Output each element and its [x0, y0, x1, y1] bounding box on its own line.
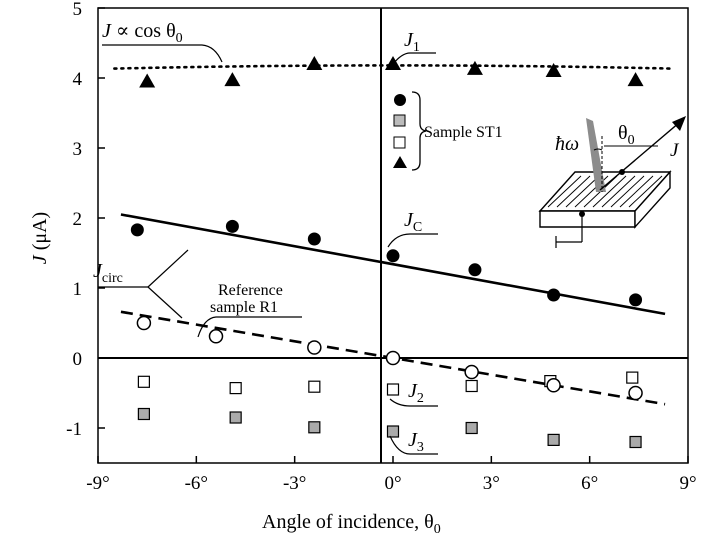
svg-text:J2: J2	[408, 380, 424, 406]
triangle-point	[224, 72, 241, 87]
annotation-j1: J1	[392, 29, 436, 65]
y-tick-label: 3	[73, 139, 83, 160]
filled-circle-point	[307, 232, 321, 246]
filled-circle-point	[130, 223, 144, 237]
gray-square-point	[137, 407, 150, 421]
jc-fit-line	[120, 213, 666, 316]
sample-side-face	[634, 170, 671, 229]
open-circle-point	[464, 364, 479, 380]
light-beam	[586, 118, 606, 192]
svg-text:Sample ST1: Sample ST1	[424, 124, 503, 141]
annotation-j2: J2	[389, 380, 438, 407]
open-square-point	[465, 379, 478, 393]
x-tick-label: -9°	[86, 473, 109, 494]
legend-filled-circle	[394, 94, 406, 106]
open-square-point	[137, 375, 150, 388]
x-tick-label: -6°	[185, 473, 208, 494]
contact-top	[619, 169, 625, 175]
open-circle-point	[546, 378, 561, 393]
svg-text:Jcirc: Jcirc	[93, 260, 123, 286]
inset-J-label: J	[670, 140, 680, 161]
triangle-point	[627, 72, 644, 87]
legend-triangle	[393, 156, 407, 168]
filled-circle-point	[629, 293, 643, 307]
annotation-jcirc: Jcirc	[93, 249, 189, 319]
svg-text:sample R1: sample R1	[210, 299, 278, 316]
filled-circle-point	[386, 249, 400, 263]
x-tick-label: -3°	[283, 473, 306, 494]
triangle-point	[139, 73, 156, 88]
x-tick-label: 3°	[483, 473, 500, 494]
filled-circle-point	[547, 288, 561, 302]
inset-theta-label: θ0	[618, 122, 635, 148]
y-tick-label: 0	[73, 349, 83, 370]
open-square-point	[626, 371, 639, 384]
ticks: -9° -6° -3° 0° 3° 6° 9° -1 0 1 2 3 4 5	[66, 0, 696, 494]
svg-text:JC: JC	[404, 209, 422, 235]
cos-fit-line	[113, 64, 673, 70]
annotation-jcos: J ∝ cos θ0	[102, 20, 223, 63]
x-axis-label-sub: 0	[434, 522, 441, 537]
filled-circle-point	[468, 263, 482, 277]
x-tick-label: 6°	[581, 473, 598, 494]
annotation-j3: J3	[389, 429, 438, 455]
y-tick-label: 2	[73, 209, 83, 230]
svg-text:J ∝ cos θ0: J ∝ cos θ0	[102, 20, 183, 46]
gray-square-point	[547, 433, 560, 446]
open-circle-point	[385, 350, 401, 366]
x-tick-label: 0°	[384, 473, 401, 494]
theta-arc	[593, 148, 603, 151]
gray-square-point	[386, 425, 400, 438]
gray-square-point	[629, 435, 642, 449]
legend-gray-square	[393, 114, 406, 127]
gray-square-point	[465, 421, 478, 435]
triangle-point	[385, 56, 401, 70]
data-points	[130, 56, 644, 449]
y-tick-label: 4	[73, 69, 83, 90]
gray-square-point	[229, 411, 242, 424]
current-arrow-line	[599, 121, 681, 191]
svg-text:J3: J3	[408, 429, 424, 455]
y-tick-label: 1	[73, 279, 83, 300]
inset-sample-diagram: ħω θ0 J	[538, 116, 686, 248]
svg-text:Reference: Reference	[218, 282, 283, 299]
svg-text:J1: J1	[404, 29, 420, 55]
legend-brace	[411, 91, 427, 171]
x-tick-label: 9°	[679, 473, 696, 494]
triangle-point	[545, 63, 562, 77]
legend-sample-st1: Sample ST1	[393, 91, 503, 171]
filled-circle-point	[225, 219, 239, 233]
inset-hw-label: ħω	[555, 133, 579, 155]
triangle-point	[306, 56, 323, 70]
open-square-point	[229, 382, 242, 395]
svg-text:J (μA): J (μA)	[29, 212, 51, 264]
open-circle-point	[628, 385, 643, 401]
open-circle-point	[208, 329, 224, 344]
y-axis-label: J (μA)	[29, 212, 51, 264]
open-square-point	[386, 383, 400, 396]
open-circle-point	[307, 340, 322, 355]
annotation-jc: JC	[387, 209, 438, 248]
gray-square-point	[308, 421, 321, 434]
current-arrowhead	[672, 116, 686, 131]
y-tick-label: 5	[73, 0, 83, 20]
y-tick-label: -1	[66, 419, 82, 440]
open-square-point	[308, 380, 321, 393]
x-axis-label: Angle of incidence, θ0	[262, 511, 441, 537]
open-circle-point	[136, 315, 152, 331]
annotation-reference: Reference sample R1	[197, 282, 302, 338]
sample-front-face	[539, 210, 636, 228]
legend-open-square	[393, 136, 406, 149]
triangle-point	[466, 60, 483, 75]
